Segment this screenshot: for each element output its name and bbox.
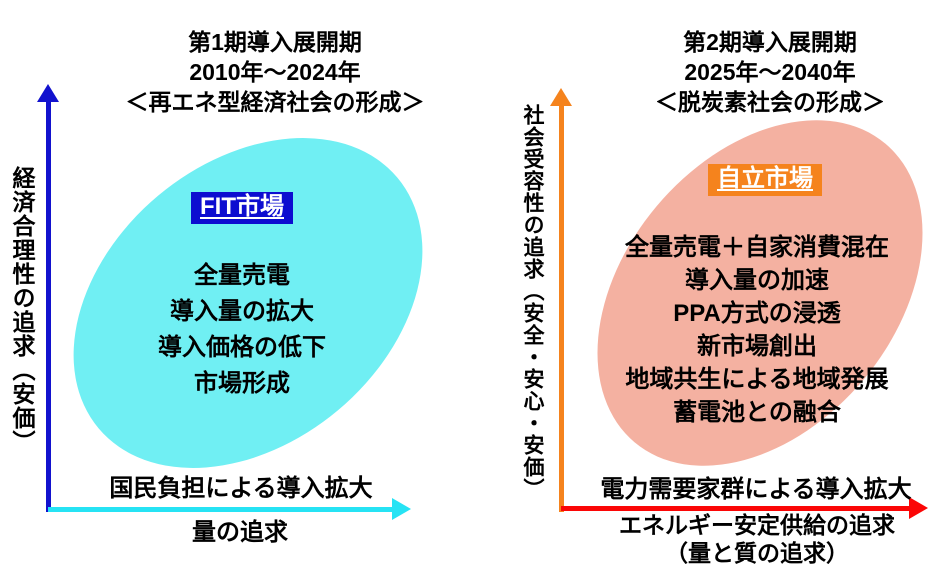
fit-market-label: FIT市場 <box>191 192 293 224</box>
list-item: 蓄電池との融合 <box>673 399 841 426</box>
phase1-y-axis-arrow-icon <box>37 84 59 102</box>
phase2-header-subtitle: ＜脱炭素社会の形成＞ <box>655 89 885 115</box>
jiritsu-market-label: 自立市場 <box>708 164 822 196</box>
list-item: 全量売電 <box>194 262 290 289</box>
list-item: PPA方式の浸透 <box>673 300 841 327</box>
phase2-x-axis-label: エネルギー安定供給の追求 （量と質の追求） <box>619 511 895 567</box>
phase2-y-axis-line <box>559 104 564 512</box>
list-item: 導入量の拡大 <box>170 298 314 325</box>
phase1-x-axis-label: 量の追求 <box>192 519 288 546</box>
phase1-x-axis-note: 国民負担による導入拡大 <box>109 475 373 502</box>
phase2-y-axis-arrow-icon <box>550 88 572 106</box>
phase1-y-axis-line <box>46 100 51 512</box>
phase2-y-axis-label: 社会受容性の追求（安全・安心・安価） <box>521 104 544 500</box>
phase2-x-axis-label-line1: エネルギー安定供給の追求 <box>619 512 895 538</box>
phase2-header-title: 第2期導入展開期 <box>683 29 857 55</box>
list-item: 導入量の加速 <box>685 267 829 294</box>
phase2-x-axis-arrow-icon <box>909 497 928 519</box>
phase1-y-axis-label: 経済合理性の追求（安価） <box>9 166 35 454</box>
phase1-x-axis-arrow-icon <box>392 498 411 520</box>
phase2-x-axis-note: 電力需要家群による導入拡大 <box>600 476 912 503</box>
phase1-header-title: 第1期導入展開期 <box>188 29 362 55</box>
phase1-ellipse-items: 全量売電 導入量の拡大 導入価格の低下 市場形成 <box>158 258 326 402</box>
list-item: 導入価格の低下 <box>158 334 326 361</box>
phase1-header: 第1期導入展開期 2010年～2024年 ＜再エネ型経済社会の形成＞ <box>95 27 455 117</box>
phase2-header: 第2期導入展開期 2025年～2040年 ＜脱炭素社会の形成＞ <box>590 27 935 117</box>
list-item: 市場形成 <box>194 370 290 397</box>
phase2-header-years: 2025年～2040年 <box>684 59 856 85</box>
phase2-x-axis-line <box>561 506 911 511</box>
phase1-header-subtitle: ＜再エネ型経済社会の形成＞ <box>125 89 425 115</box>
phase2-x-axis-label-line2: （量と質の追求） <box>665 540 849 566</box>
phase1-header-years: 2010年～2024年 <box>189 59 361 85</box>
phase1-x-axis-line <box>48 507 393 512</box>
list-item: 全量売電＋自家消費混在 <box>625 234 889 261</box>
phase2-ellipse-items: 全量売電＋自家消費混在 導入量の加速 PPA方式の浸透 新市場創出 地域共生によ… <box>625 231 889 429</box>
list-item: 新市場創出 <box>697 333 817 360</box>
list-item: 地域共生による地域発展 <box>625 366 889 393</box>
